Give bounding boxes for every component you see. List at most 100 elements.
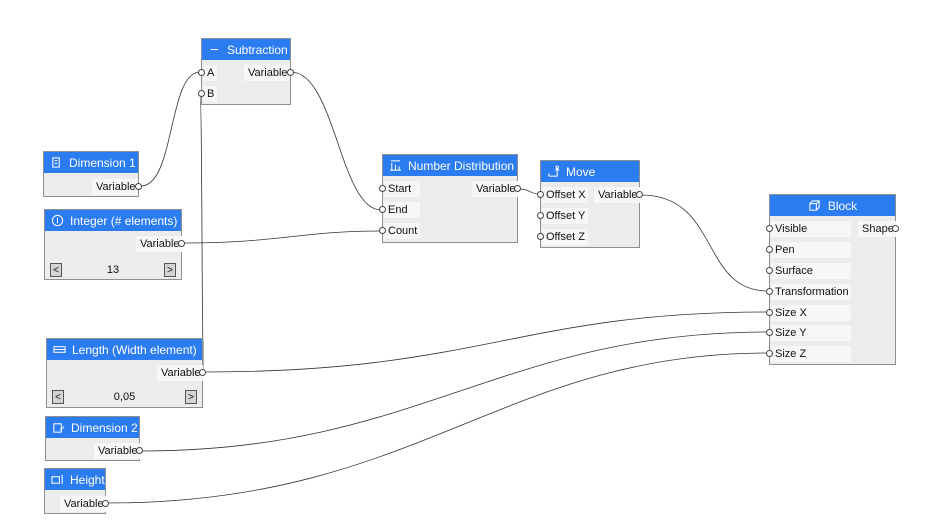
output-port[interactable]: [102, 500, 109, 507]
height-icon: [50, 473, 64, 487]
node-title: Dimension 1: [69, 155, 136, 170]
input-port-visible[interactable]: [766, 225, 773, 232]
move-arrow-icon: [546, 165, 560, 179]
input-port-label: B: [203, 86, 217, 102]
input-port-offset-z[interactable]: [537, 233, 544, 240]
input-port-label: Transformation: [771, 284, 851, 300]
input-port-size-z[interactable]: [766, 350, 773, 357]
decrement-button[interactable]: <: [52, 389, 64, 404]
wire-subtraction-to-end: [290, 71, 382, 211]
output-port[interactable]: [199, 369, 206, 376]
output-port[interactable]: [135, 183, 142, 190]
input-port-count[interactable]: [379, 227, 386, 234]
output-port-label: Variable: [60, 496, 106, 512]
output-port-label: Variable: [244, 65, 290, 81]
wire-dimension1-to-subtraction-a: [140, 71, 201, 187]
input-port-label: Pen: [771, 242, 851, 258]
input-port-label: Surface: [771, 263, 851, 279]
wire-height-to-sizez: [107, 352, 769, 504]
integer-node[interactable]: Integer (# elements) Variable < 13 >: [44, 209, 185, 280]
input-port-label: End: [384, 202, 420, 218]
cube-icon: [808, 199, 822, 213]
input-port-a[interactable]: [198, 69, 205, 76]
input-port-size-x[interactable]: [766, 309, 773, 316]
input-port-label: Size Y: [771, 325, 851, 341]
subtraction-header[interactable]: Subtraction: [202, 39, 290, 60]
integer-header[interactable]: Integer (# elements): [45, 210, 181, 231]
input-port-pen[interactable]: [766, 246, 773, 253]
node-title: Height: [70, 472, 105, 487]
input-port-label: Start: [384, 181, 420, 197]
output-port-label: Variable: [157, 365, 203, 381]
output-port[interactable]: [514, 185, 521, 192]
output-port-label: Variable: [94, 443, 140, 459]
input-port-label: Offset X: [542, 187, 588, 203]
input-port-b[interactable]: [198, 90, 205, 97]
input-port-end[interactable]: [379, 206, 386, 213]
wire-length-to-subtraction-b: [199, 92, 204, 372]
input-port-offset-x[interactable]: [537, 191, 544, 198]
stepper-value[interactable]: 0,05: [113, 390, 136, 403]
input-port-label: Offset Y: [542, 208, 588, 224]
increment-button[interactable]: >: [164, 262, 176, 277]
block-header[interactable]: Block: [770, 195, 895, 216]
output-port[interactable]: [287, 69, 294, 76]
number-circle-icon: [50, 214, 64, 228]
distribution-icon: [388, 159, 402, 173]
dimension-edit-icon: [51, 421, 65, 435]
output-port-label: Shape: [858, 221, 896, 237]
output-port[interactable]: [178, 240, 185, 247]
dimension2-node[interactable]: Dimension 2 Variable: [45, 416, 143, 461]
input-port-transformation[interactable]: [766, 288, 773, 295]
stepper-value[interactable]: 13: [106, 263, 120, 276]
minus-icon: [207, 43, 221, 57]
node-title: Move: [566, 164, 596, 179]
block-node[interactable]: Block Visible Pen Surface Transformation…: [766, 194, 899, 365]
node-title: Length (Width element): [72, 342, 197, 357]
increment-button[interactable]: >: [184, 389, 197, 404]
node-title: Integer (# elements): [70, 213, 178, 228]
node-title: Number Distribution: [408, 158, 515, 173]
subtraction-node[interactable]: Subtraction A B Variable: [198, 38, 294, 105]
output-port[interactable]: [136, 447, 143, 454]
output-port[interactable]: [892, 225, 899, 232]
length-node[interactable]: Length (Width element) Variable < 0,05 >: [46, 338, 206, 408]
node-title: Subtraction: [227, 42, 288, 57]
number-distribution-header[interactable]: Number Distribution: [383, 155, 517, 176]
wire-length-to-sizex: [204, 311, 769, 373]
node-title: Dimension 2: [71, 420, 138, 435]
input-port-label: Size Z: [771, 346, 851, 362]
output-port[interactable]: [636, 191, 643, 198]
dimension2-header[interactable]: Dimension 2: [46, 417, 139, 438]
input-port-label: Offset Z: [542, 229, 588, 245]
input-port-label: A: [203, 65, 217, 81]
wire-dimension2-to-sizey: [141, 331, 769, 452]
dimension1-header[interactable]: Dimension 1: [44, 152, 138, 173]
dimension-icon: [49, 156, 63, 170]
number-distribution-node[interactable]: Number Distribution Start End Count Vari…: [379, 154, 521, 243]
decrement-button[interactable]: <: [50, 262, 62, 277]
wire-integer-to-count: [183, 230, 382, 244]
output-port-label: Variable: [594, 187, 640, 203]
wire-move-to-transformation: [640, 194, 769, 292]
wire-distribution-to-offsetx: [518, 188, 540, 195]
output-port-label: Variable: [136, 236, 182, 252]
integer-stepper[interactable]: < 13 >: [50, 261, 176, 278]
move-header[interactable]: Move: [541, 161, 639, 182]
output-port-label: Variable: [92, 179, 138, 195]
input-port-start[interactable]: [379, 185, 386, 192]
output-port-label: Variable: [472, 181, 518, 197]
input-port-offset-y[interactable]: [537, 212, 544, 219]
input-port-surface[interactable]: [766, 267, 773, 274]
length-stepper[interactable]: < 0,05 >: [52, 388, 197, 405]
input-port-label: Visible: [771, 221, 851, 237]
input-port-size-y[interactable]: [766, 329, 773, 336]
dimension1-node[interactable]: Dimension 1 Variable: [43, 151, 142, 197]
move-node[interactable]: Move Offset X Offset Y Offset Z Variable: [537, 160, 643, 248]
height-node[interactable]: Height Variable: [44, 468, 109, 514]
input-port-label: Count: [384, 223, 420, 239]
input-port-label: Size X: [771, 305, 851, 321]
height-header[interactable]: Height: [45, 469, 105, 490]
length-header[interactable]: Length (Width element): [47, 339, 202, 360]
node-title: Block: [827, 198, 858, 213]
